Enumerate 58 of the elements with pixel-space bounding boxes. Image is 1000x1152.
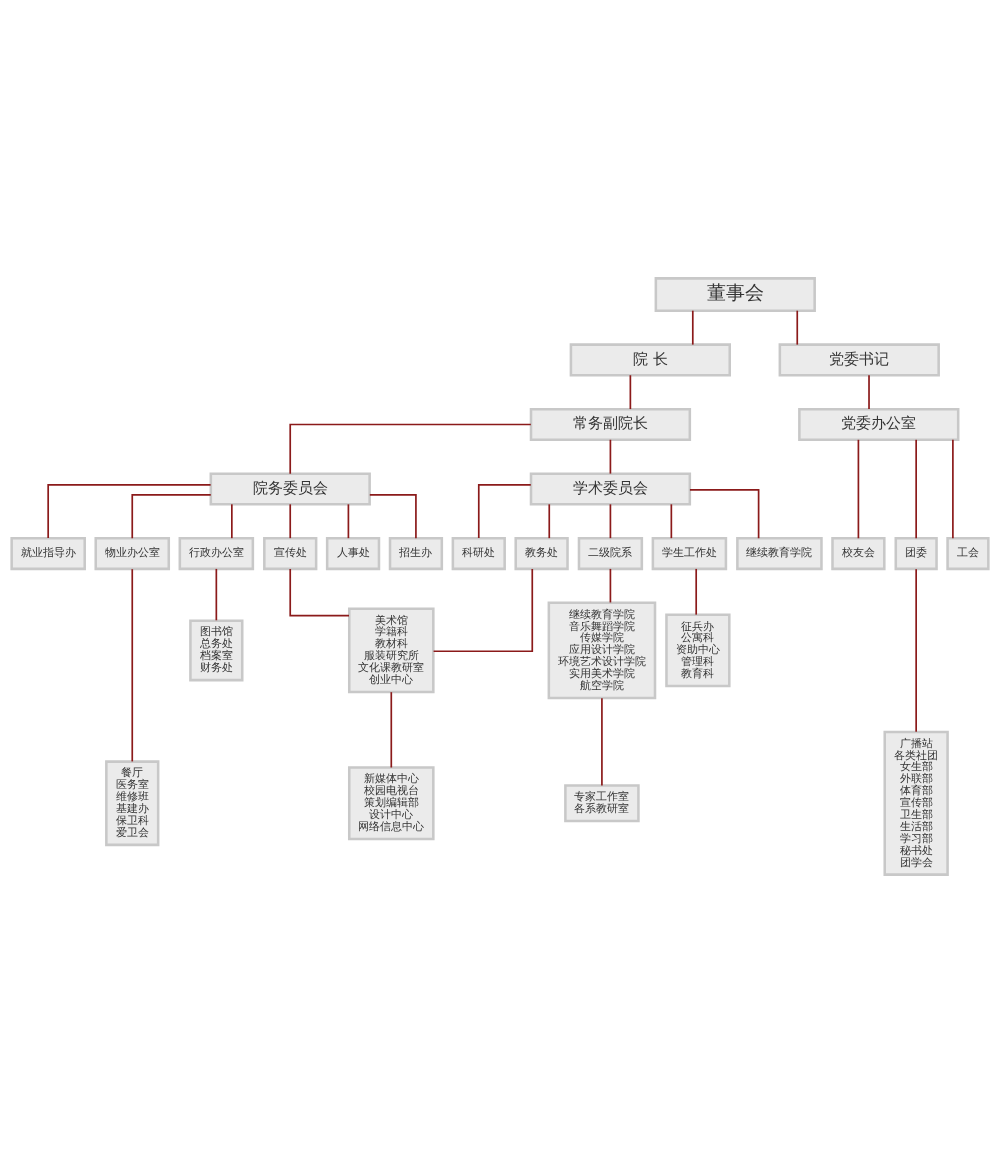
- node-box: 工会: [946, 536, 990, 570]
- connector: [390, 690, 393, 768]
- connector: [131, 493, 212, 539]
- connector: [609, 502, 612, 539]
- node-box: 教务处: [514, 536, 569, 570]
- node-box: 专家工作室 各系教研室: [564, 783, 640, 822]
- node-box: 继续教育学院: [736, 536, 823, 570]
- connector: [857, 438, 860, 539]
- node-box: 常务副院长: [529, 407, 692, 441]
- node-box: 团委: [894, 536, 938, 570]
- connector: [289, 567, 350, 616]
- node-box: 党委办公室: [798, 407, 960, 441]
- connector: [691, 309, 694, 345]
- connector: [915, 438, 917, 539]
- connector: [131, 567, 134, 762]
- node-box: 广播站 各类社团 女生部 外联部 体育部 宣传部 卫生部 生活部 学习部 秘书处 团学会: [883, 730, 949, 876]
- node-box: 物业办公室: [94, 536, 171, 570]
- node-box: 院务委员会: [209, 471, 371, 506]
- connector: [868, 373, 870, 410]
- node-box: 院 长: [569, 342, 731, 376]
- connector: [915, 567, 917, 733]
- connector: [609, 567, 612, 603]
- connector: [629, 373, 632, 410]
- node-box: 美术馆 学籍科 教材科 服装研究所 文化课教研室 创业中心: [347, 607, 435, 693]
- connector: [231, 502, 233, 539]
- node-box: 科研处: [451, 536, 506, 570]
- node-box: 宣传处: [263, 536, 318, 570]
- connector: [289, 502, 292, 539]
- node-box: 征兵办 公寓科 资助中心 管理科 教育科: [665, 612, 731, 687]
- node-box: 学术委员会: [529, 471, 692, 506]
- node-box: 党委书记: [778, 342, 940, 376]
- connector: [695, 567, 698, 615]
- connector: [215, 567, 218, 621]
- connector: [548, 502, 551, 539]
- node-box: 校友会: [831, 536, 886, 570]
- connector: [347, 502, 350, 539]
- connector: [289, 423, 532, 475]
- connector: [609, 438, 612, 474]
- node-box: 人事处: [325, 536, 381, 570]
- connector: [432, 567, 534, 652]
- node-box: 董事会: [654, 276, 816, 312]
- connector: [952, 438, 954, 539]
- node-box: 招生办: [388, 536, 444, 570]
- node-box: 学生工作处: [651, 536, 728, 570]
- node-box: 图书馆 总务处 档案室 财务处: [189, 618, 244, 681]
- connector: [670, 502, 673, 539]
- node-box: 继续教育学院 音乐舞蹈学院 传媒学院 应用设计学院 环境艺术设计学院 实用美术学院 航空学院: [547, 601, 657, 699]
- connector: [368, 493, 417, 539]
- connector: [796, 309, 799, 345]
- node-box: 行政办公室: [178, 536, 255, 570]
- connector: [689, 488, 760, 539]
- node-box: 餐厅 医务室 维修班 基建办 保卫科 爱卫会: [105, 759, 160, 846]
- connector: [477, 483, 532, 539]
- node-box: 就业指导办: [10, 536, 86, 570]
- connector: [47, 483, 212, 539]
- node-box: 新媒体中心 校园电视台 策划编辑部 设计中心 网络信息中心: [347, 765, 435, 840]
- node-box: 二级院系: [577, 536, 644, 570]
- connector: [601, 697, 603, 786]
